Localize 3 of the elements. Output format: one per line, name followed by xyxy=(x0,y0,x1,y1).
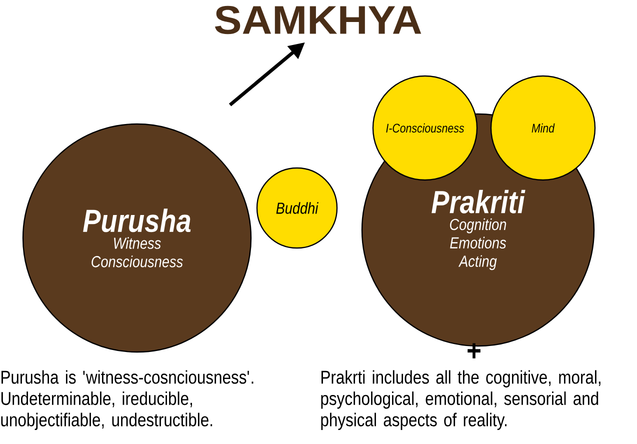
title-text: SAMKHYA xyxy=(214,6,422,34)
description-text: Purusha is 'witness-cosnciousness'. Undeterminable, ireducible, unobjectifiable, undestructible. xyxy=(1,370,254,430)
description-text: Prakrti includes all the cognitive, moral, psychological, emotional, sensorial and physical aspects of reality. xyxy=(321,370,600,430)
